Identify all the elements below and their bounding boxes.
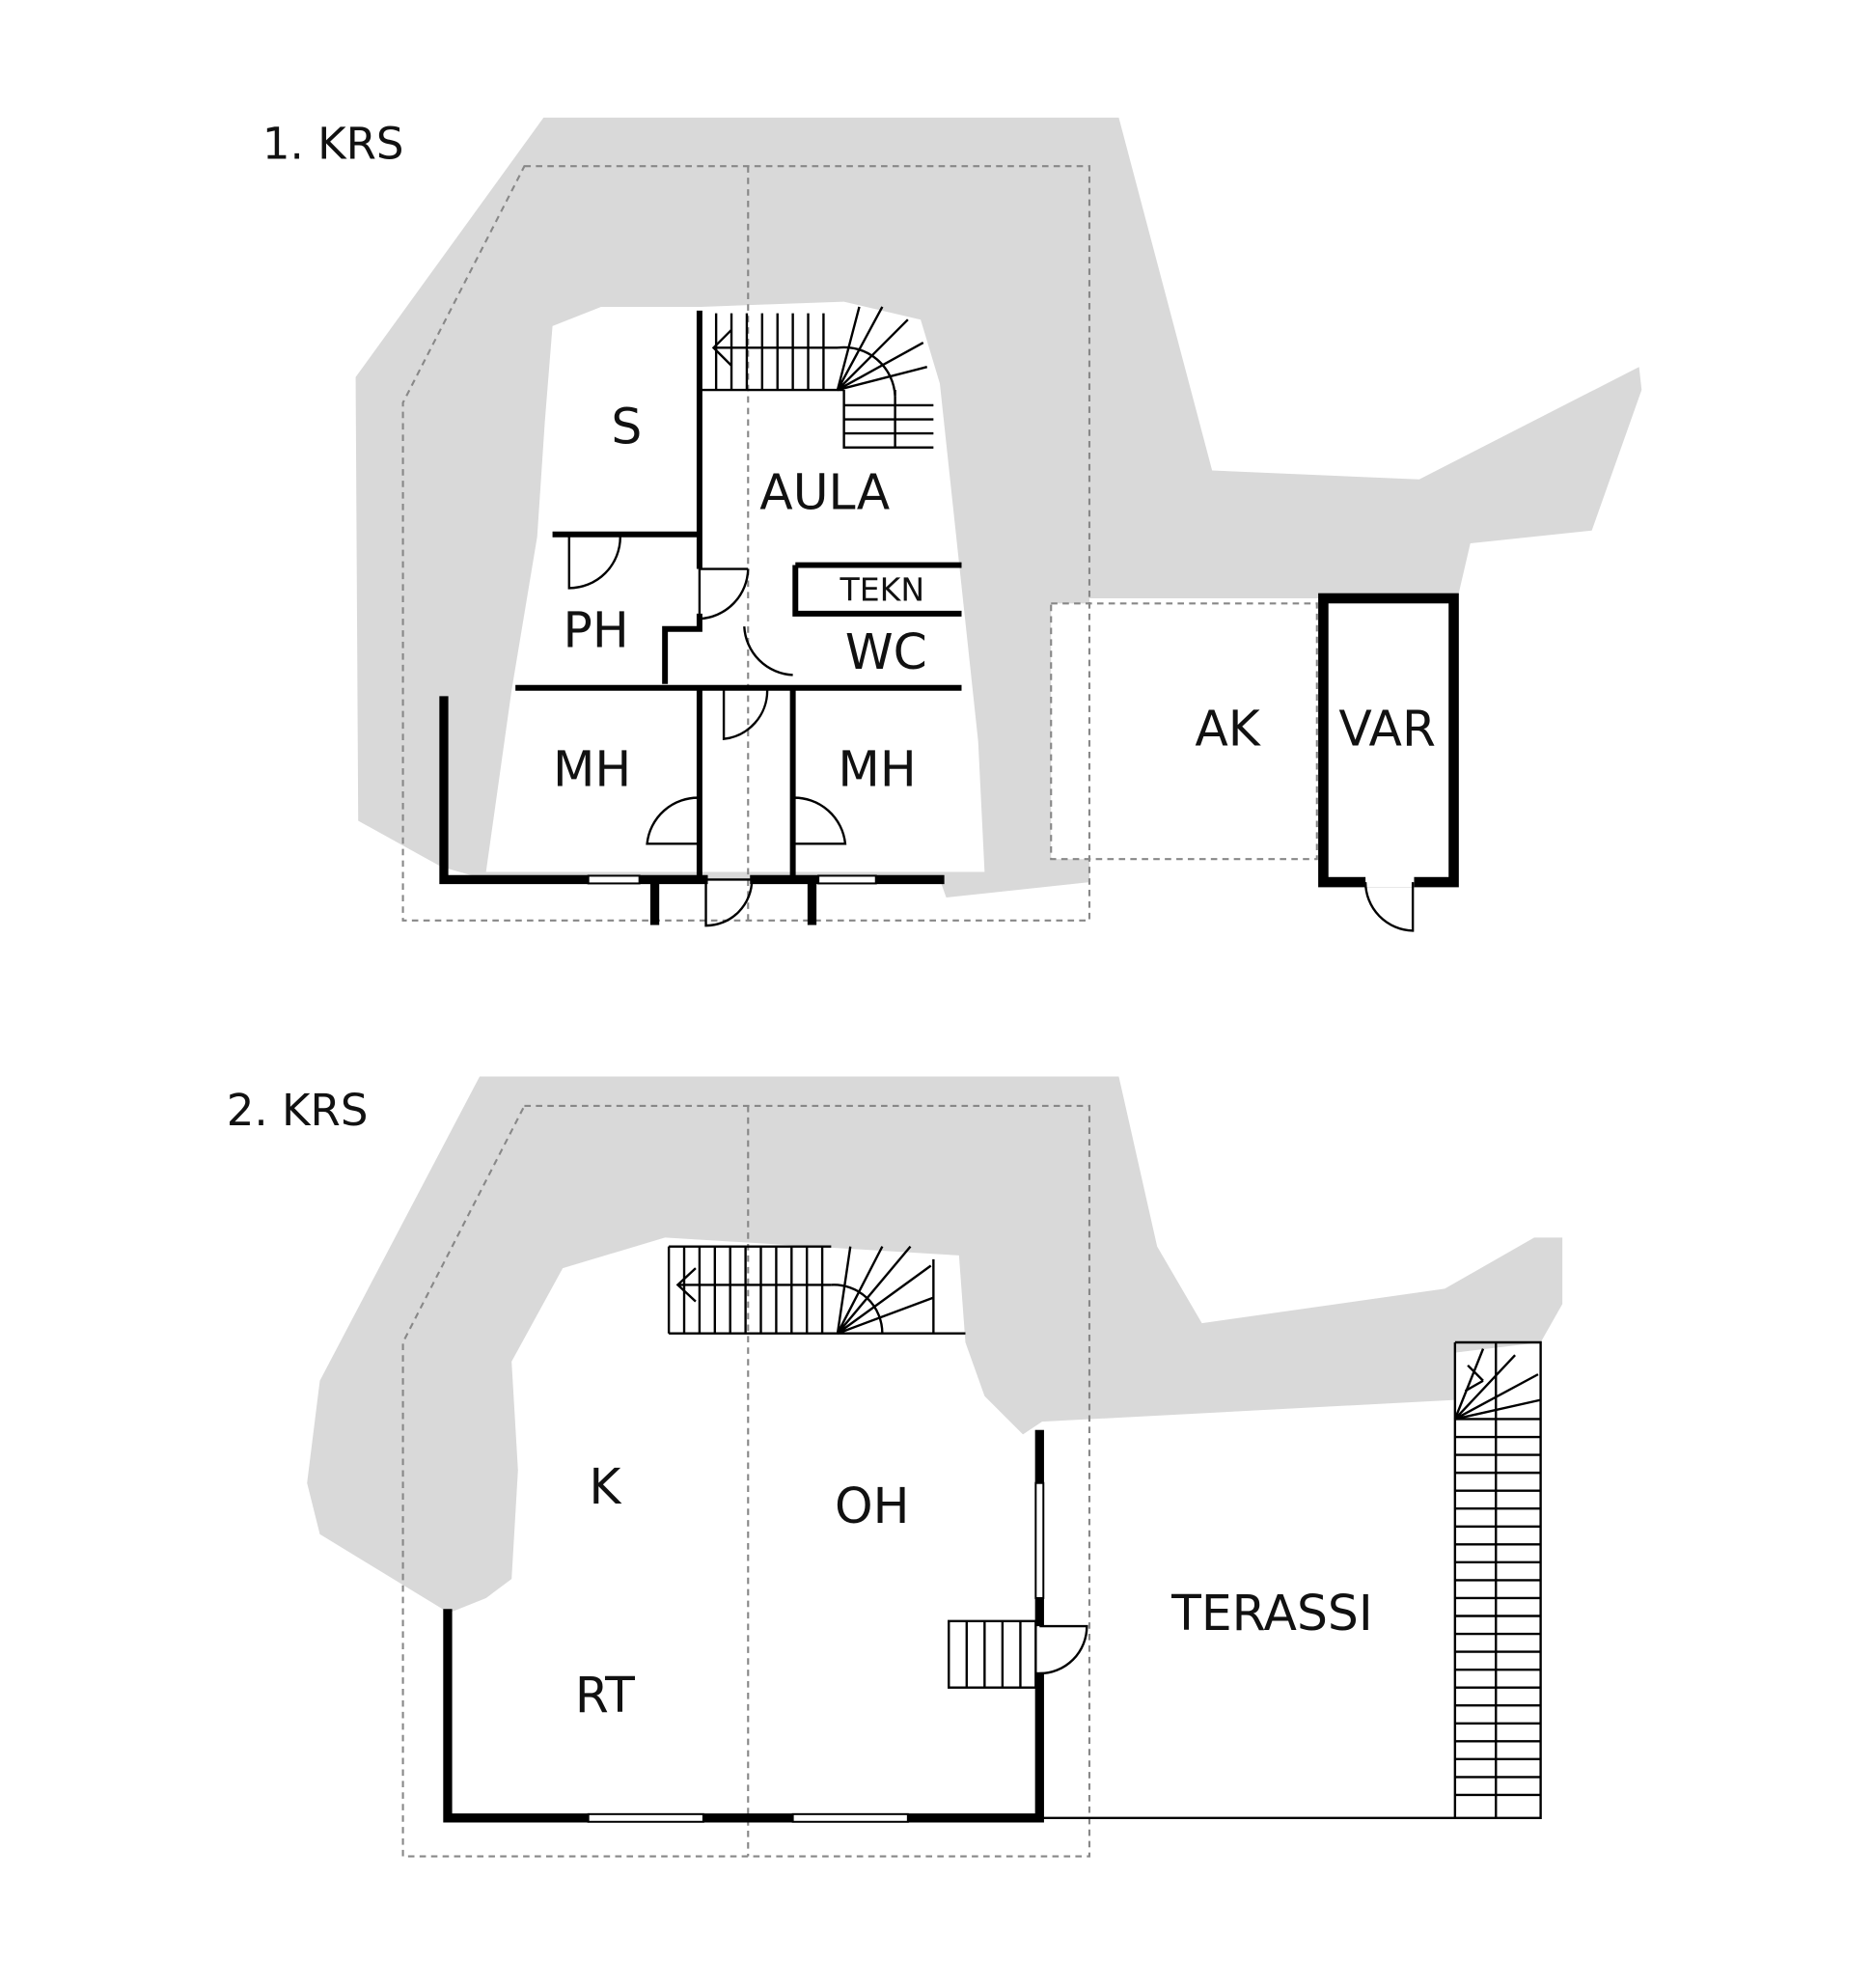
steps-terrace (948, 1619, 1037, 1689)
ak-outline (1050, 602, 1318, 861)
room-label-mh-right: MH (838, 741, 916, 798)
door-s (567, 534, 621, 590)
door-wc (743, 626, 793, 676)
floor-2: 2. KRS K OH RT TERASSI (227, 1076, 1563, 1858)
room-label-s: S (611, 399, 642, 456)
interior-floor-2 (447, 1237, 1042, 1822)
room-label-wc: WC (845, 623, 927, 680)
floor-1: 1. KRS S AULA TEKN PH WC MH MH AK VAR (262, 117, 1642, 932)
room-label-rt: RT (575, 1667, 635, 1724)
room-label-oh: OH (835, 1477, 909, 1534)
door-mh-left (646, 796, 702, 845)
room-label-terassi: TERASSI (1170, 1585, 1373, 1642)
room-label-k: K (589, 1458, 622, 1515)
room-label-var: VAR (1338, 700, 1436, 757)
interior-floor-1 (485, 301, 985, 872)
roof-outline-floor-1 (401, 165, 1091, 922)
room-label-ak: AK (1195, 700, 1261, 757)
door-ph (698, 567, 750, 621)
roof-outline-floor-2 (401, 1104, 1091, 1858)
room-label-tekn: TEKN (840, 571, 925, 609)
door-terrace (1039, 1624, 1088, 1675)
floor-1-title: 1. KRS (262, 118, 404, 169)
walls-floor-1 (439, 310, 962, 927)
room-label-ph: PH (564, 601, 629, 658)
door-mh-right (791, 796, 847, 845)
terrace-staircase (1453, 1340, 1542, 1819)
door-var (1363, 882, 1415, 932)
room-label-aula: AULA (759, 463, 890, 520)
var-room (1318, 593, 1459, 888)
door-mh-hall (722, 690, 769, 741)
staircase-floor-2 (667, 1245, 966, 1335)
room-label-mh-left: MH (553, 741, 631, 798)
floor-2-title: 2. KRS (227, 1085, 369, 1136)
staircase-floor-1 (701, 306, 934, 449)
entrance-door (704, 878, 754, 927)
